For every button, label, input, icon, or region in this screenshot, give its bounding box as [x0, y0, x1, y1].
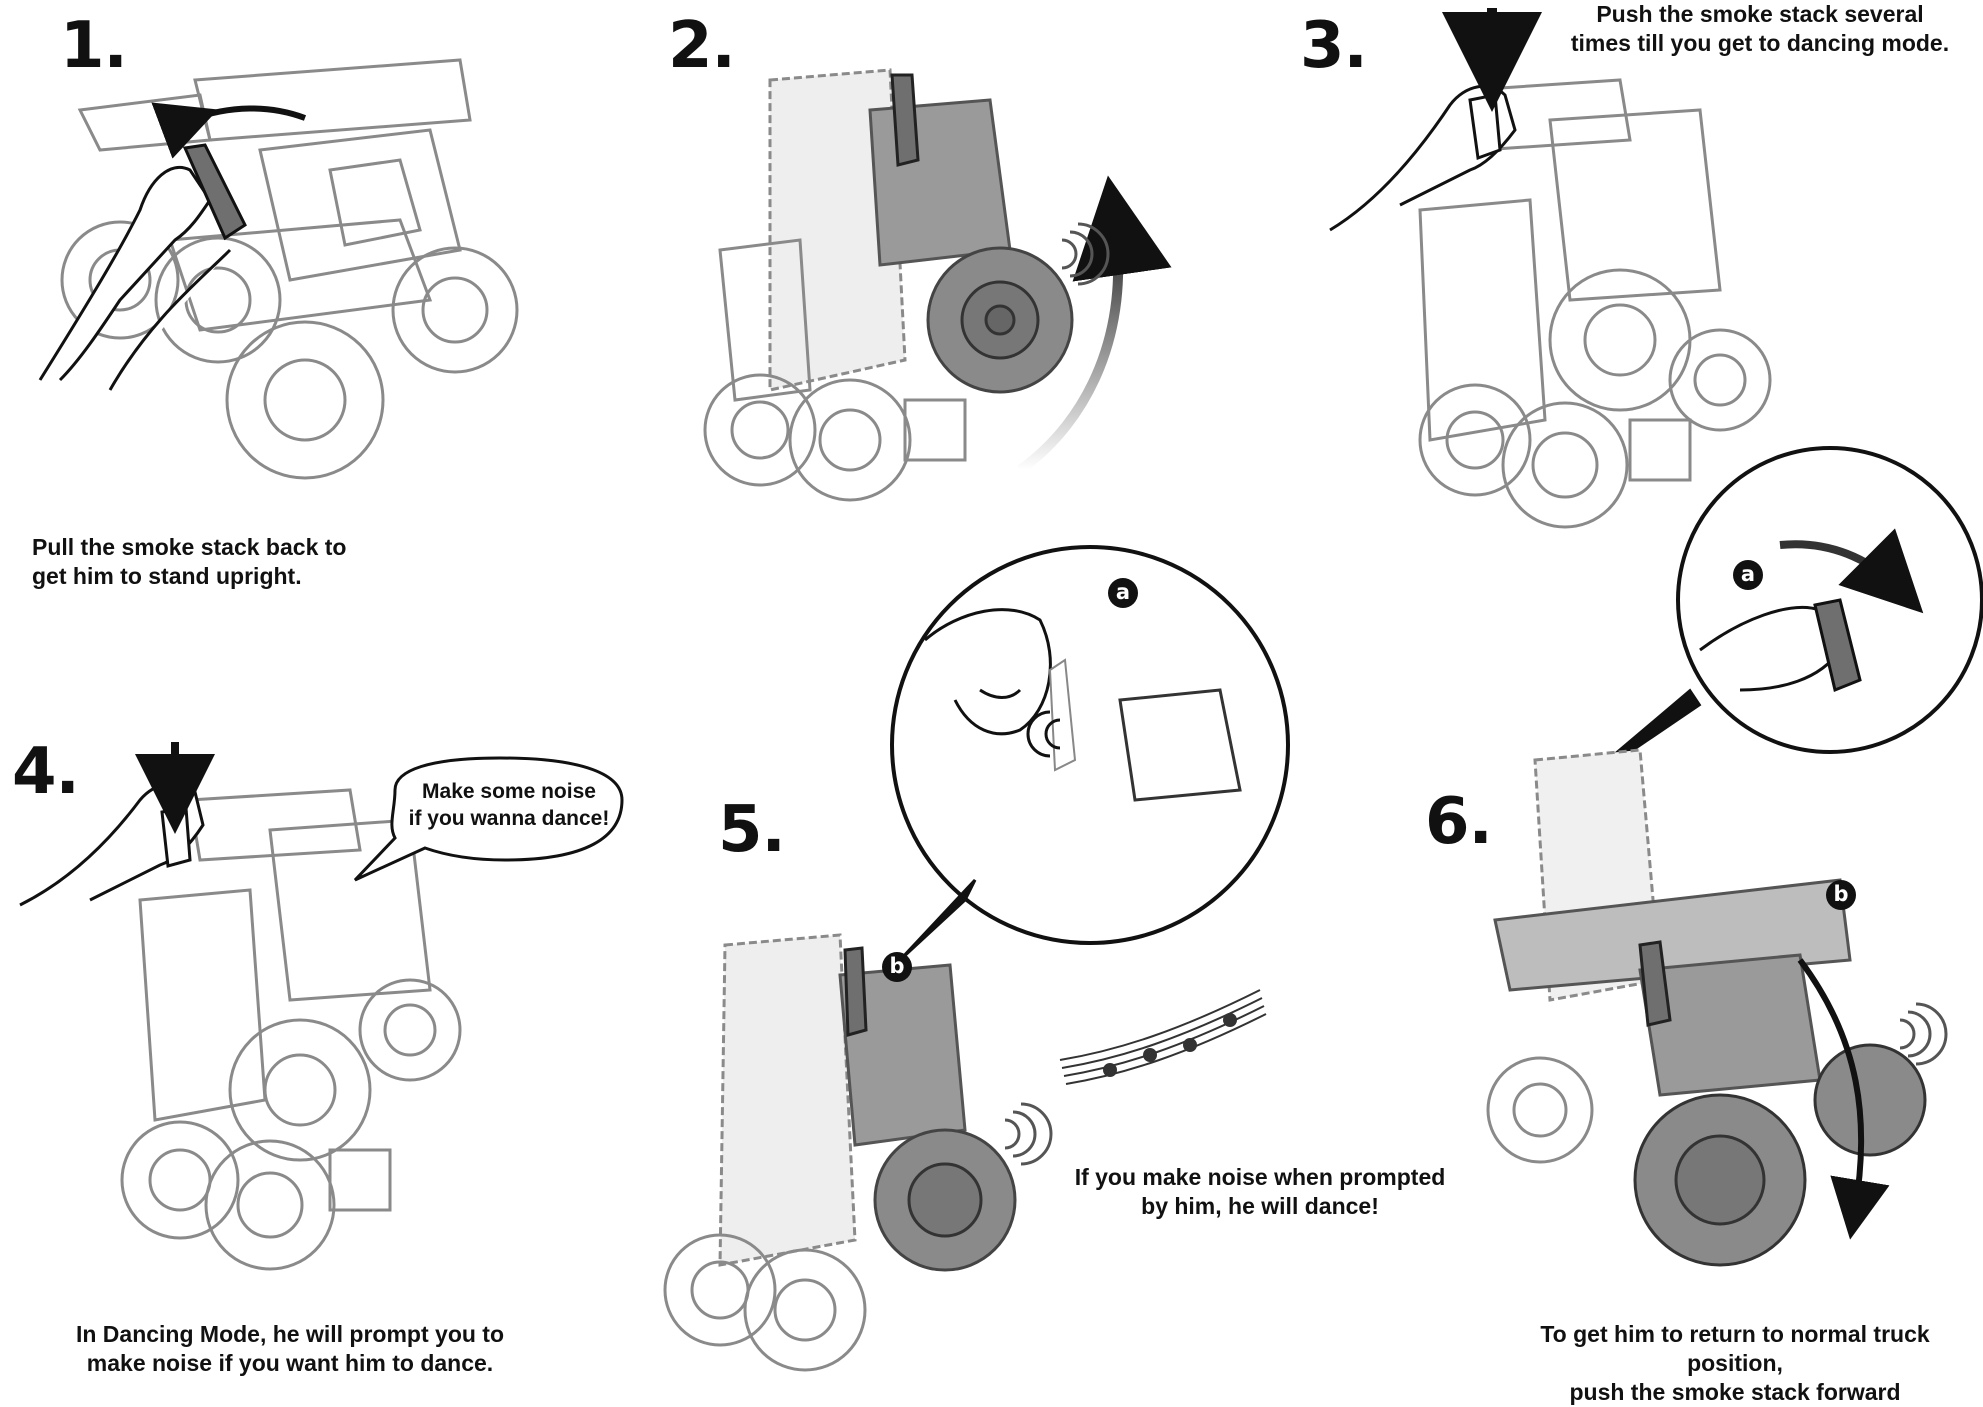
step-2-illustration	[705, 70, 1072, 500]
step-6-inset-circle	[1678, 448, 1982, 752]
speech-line: Make some noise	[395, 778, 623, 805]
step-2-sound-waves	[1062, 224, 1108, 284]
step-5-badge-b: b	[882, 952, 912, 982]
step-6-sound-waves	[1900, 1004, 1946, 1064]
step-1-hand	[40, 167, 230, 390]
step-4-hand	[20, 784, 203, 905]
music-notes	[1060, 990, 1266, 1084]
step-1-smoke-stack	[185, 108, 305, 238]
step-6-badge-b: b	[1826, 880, 1856, 910]
step-5-callout-pointer	[900, 880, 975, 960]
step-5-illustration	[665, 935, 1015, 1370]
speech-line: if you wanna dance!	[395, 805, 623, 832]
step-5-sound-waves	[1005, 1104, 1051, 1164]
step-5-inset-circle	[892, 547, 1288, 943]
step-5-badge-a: a	[1108, 578, 1138, 608]
step-6-badge-a: a	[1733, 560, 1763, 590]
step-4-speech-text: Make some noise if you wanna dance!	[395, 778, 623, 832]
